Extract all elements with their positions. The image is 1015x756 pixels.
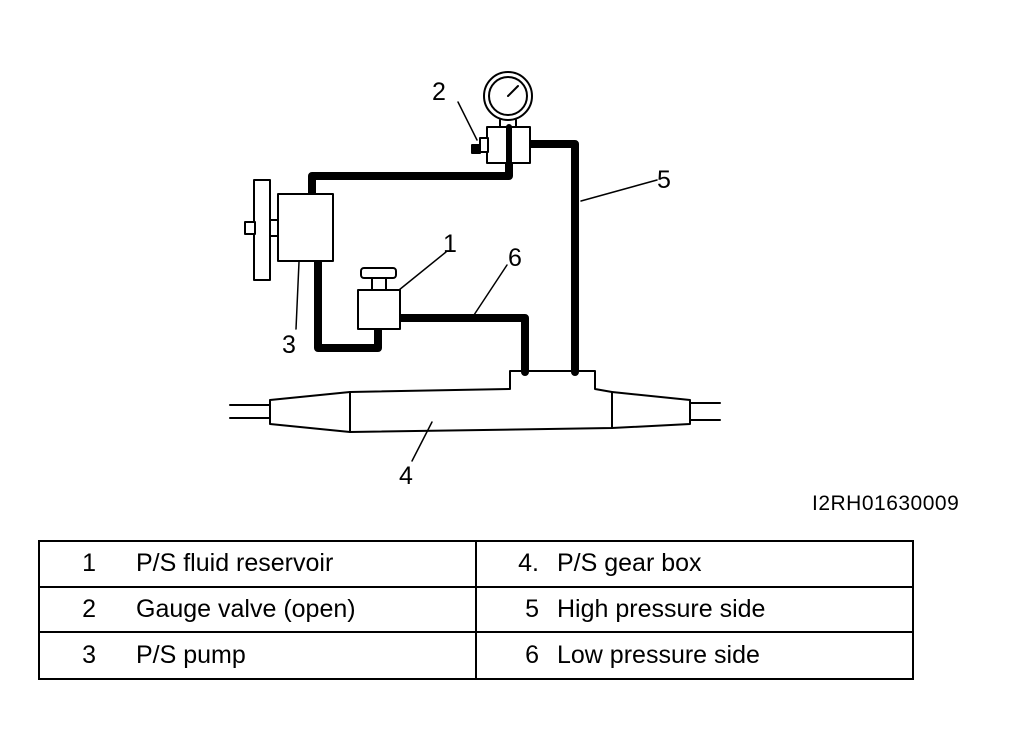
figure-code: I2RH01630009: [812, 492, 960, 515]
legend-label: P/S fluid reservoir: [136, 549, 334, 578]
ps-gear-box: [229, 370, 721, 433]
legend-label: Low pressure side: [557, 641, 760, 669]
gauge-valve: [471, 124, 531, 166]
legend-number: 3: [82, 641, 96, 669]
callout-2: 2: [432, 78, 446, 106]
legend-number: 5: [525, 594, 539, 623]
legend-label: P/S pump: [136, 641, 246, 669]
legend-row: 3 P/S pump 6 Low pressure side: [40, 633, 912, 678]
callout-3: 3: [282, 331, 296, 359]
legend-row: 1 P/S fluid reservoir 4. P/S gear box: [40, 542, 912, 588]
legend-number: 6: [525, 641, 539, 669]
ps-pressure-test-diagram: 1 2 3 4 5 6: [229, 71, 721, 490]
legend-number: 4.: [518, 549, 539, 578]
legend-cell: 2 Gauge valve (open): [40, 587, 477, 631]
legend-number: 1: [82, 549, 96, 578]
legend-cell: 1 P/S fluid reservoir: [40, 542, 477, 586]
legend-number: 2: [82, 594, 96, 623]
ps-pump: [277, 193, 334, 262]
legend-row: 2 Gauge valve (open) 5 High pressure sid…: [40, 587, 912, 633]
legend-cell: 3 P/S pump: [40, 633, 477, 678]
callout-4: 4: [399, 462, 413, 490]
pump-pulley: [244, 179, 279, 281]
legend-label: P/S gear box: [557, 549, 702, 578]
legend-label: High pressure side: [557, 594, 766, 623]
legend-label: Gauge valve (open): [136, 594, 356, 623]
reservoir-to-pump-line: [314, 258, 382, 352]
legend-cell: 6 Low pressure side: [477, 633, 912, 678]
ps-fluid-reservoir: [357, 267, 401, 330]
callout-5: 5: [657, 166, 671, 194]
leader-lines: [295, 101, 658, 462]
low-pressure-line: [396, 314, 529, 376]
legend-cell: 5 High pressure side: [477, 588, 912, 632]
legend-table: 1 P/S fluid reservoir 4. P/S gear box 2 …: [38, 540, 914, 680]
pressure-gauge: [483, 71, 533, 128]
callout-1: 1: [443, 230, 457, 258]
high-pressure-line: [511, 140, 579, 376]
legend-cell: 4. P/S gear box: [477, 542, 912, 586]
callout-6: 6: [508, 244, 522, 272]
